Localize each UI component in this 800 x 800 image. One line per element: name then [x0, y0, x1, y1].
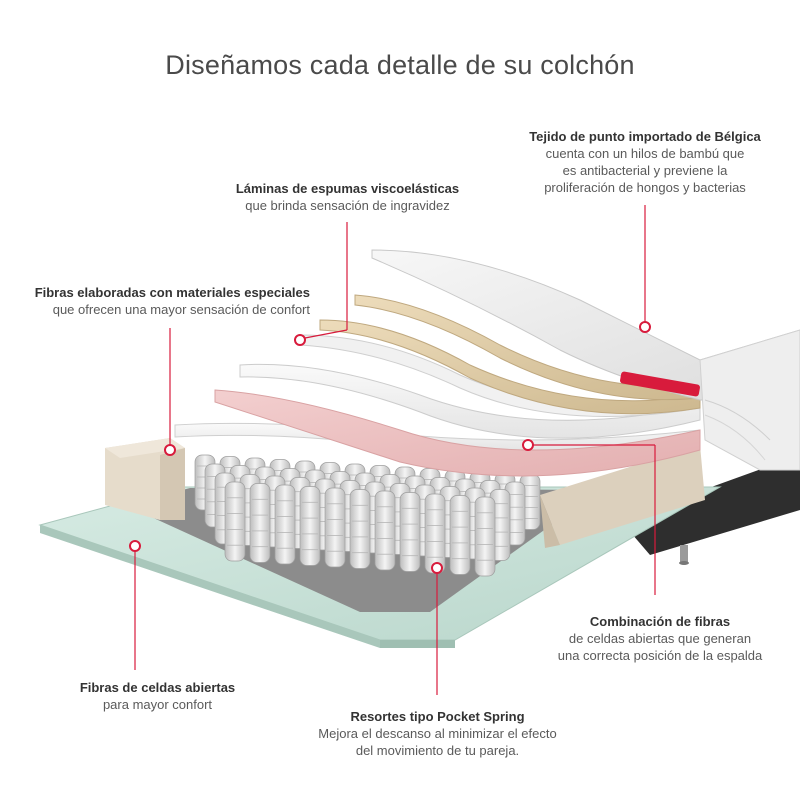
page-title: Diseñamos cada detalle de su colchón	[165, 50, 635, 80]
label-laminas: Láminas de espumas viscoelásticas que br…	[215, 180, 480, 214]
viscoelastic-layers	[299, 294, 701, 417]
spring-coil	[249, 483, 271, 563]
spring-coil	[399, 492, 421, 572]
pink-foam-layer	[214, 389, 701, 477]
label-tejido-line-2: es antibacterial y previene la	[562, 163, 728, 178]
label-tejido-line-1: cuenta con un hilos de bambú que	[545, 146, 745, 161]
spring-coil	[374, 490, 396, 571]
label-resortes-heading: Resortes tipo Pocket Spring	[350, 709, 525, 724]
label-fibras-especiales-heading: Fibras elaboradas con materiales especia…	[34, 285, 310, 300]
spring-coil	[224, 481, 246, 562]
label-tejido-heading: Tejido de punto importado de Bélgica	[529, 129, 761, 144]
label-resortes-line-2: del movimiento de tu pareja.	[355, 743, 520, 758]
label-combinacion-heading: Combinación de fibras	[589, 614, 731, 629]
right-foam-block	[540, 445, 705, 548]
spring-coil	[274, 484, 296, 565]
spring-coil	[424, 493, 446, 574]
label-laminas-line-1: que brinda sensación de ingravidez	[245, 198, 450, 213]
label-combinacion-line-1: de celdas abiertas que generan	[568, 631, 752, 646]
label-resortes: Resortes tipo Pocket Spring Mejora el de…	[300, 708, 575, 759]
label-tejido: Tejido de punto importado de Bélgica cue…	[510, 128, 780, 196]
spring-coil	[474, 496, 496, 577]
spring-coil	[349, 489, 371, 569]
callout-lines	[134, 205, 656, 695]
label-combinacion-line-2: una correcta posición de la espalda	[557, 648, 763, 663]
label-celdas-heading: Fibras de celdas abiertas	[79, 680, 236, 695]
side-foam-block	[105, 438, 185, 520]
spring-coil	[324, 487, 346, 568]
spring-coil	[299, 486, 321, 566]
white-foam-layer	[239, 363, 701, 439]
label-fibras-especiales: Fibras elaboradas con materiales especia…	[20, 284, 310, 318]
label-fibras-especiales-line-1: que ofrecen una mayor sensación de confo…	[52, 302, 310, 317]
label-combinacion: Combinación de fibras de celdas abiertas…	[540, 613, 780, 664]
callout-dots	[129, 321, 651, 574]
spring-coil	[449, 495, 471, 575]
pocket-springs	[194, 454, 541, 577]
label-tejido-line-3: proliferación de hongos y bacterias	[544, 180, 746, 195]
label-laminas-heading: Láminas de espumas viscoelásticas	[235, 181, 460, 196]
label-celdas-line-1: para mayor confort	[102, 697, 213, 712]
bed-base	[620, 455, 800, 565]
top-fabric-layer	[371, 249, 800, 471]
label-celdas: Fibras de celdas abiertas para mayor con…	[50, 679, 265, 713]
label-resortes-line-1: Mejora el descanso al minimizar el efect…	[318, 726, 557, 741]
